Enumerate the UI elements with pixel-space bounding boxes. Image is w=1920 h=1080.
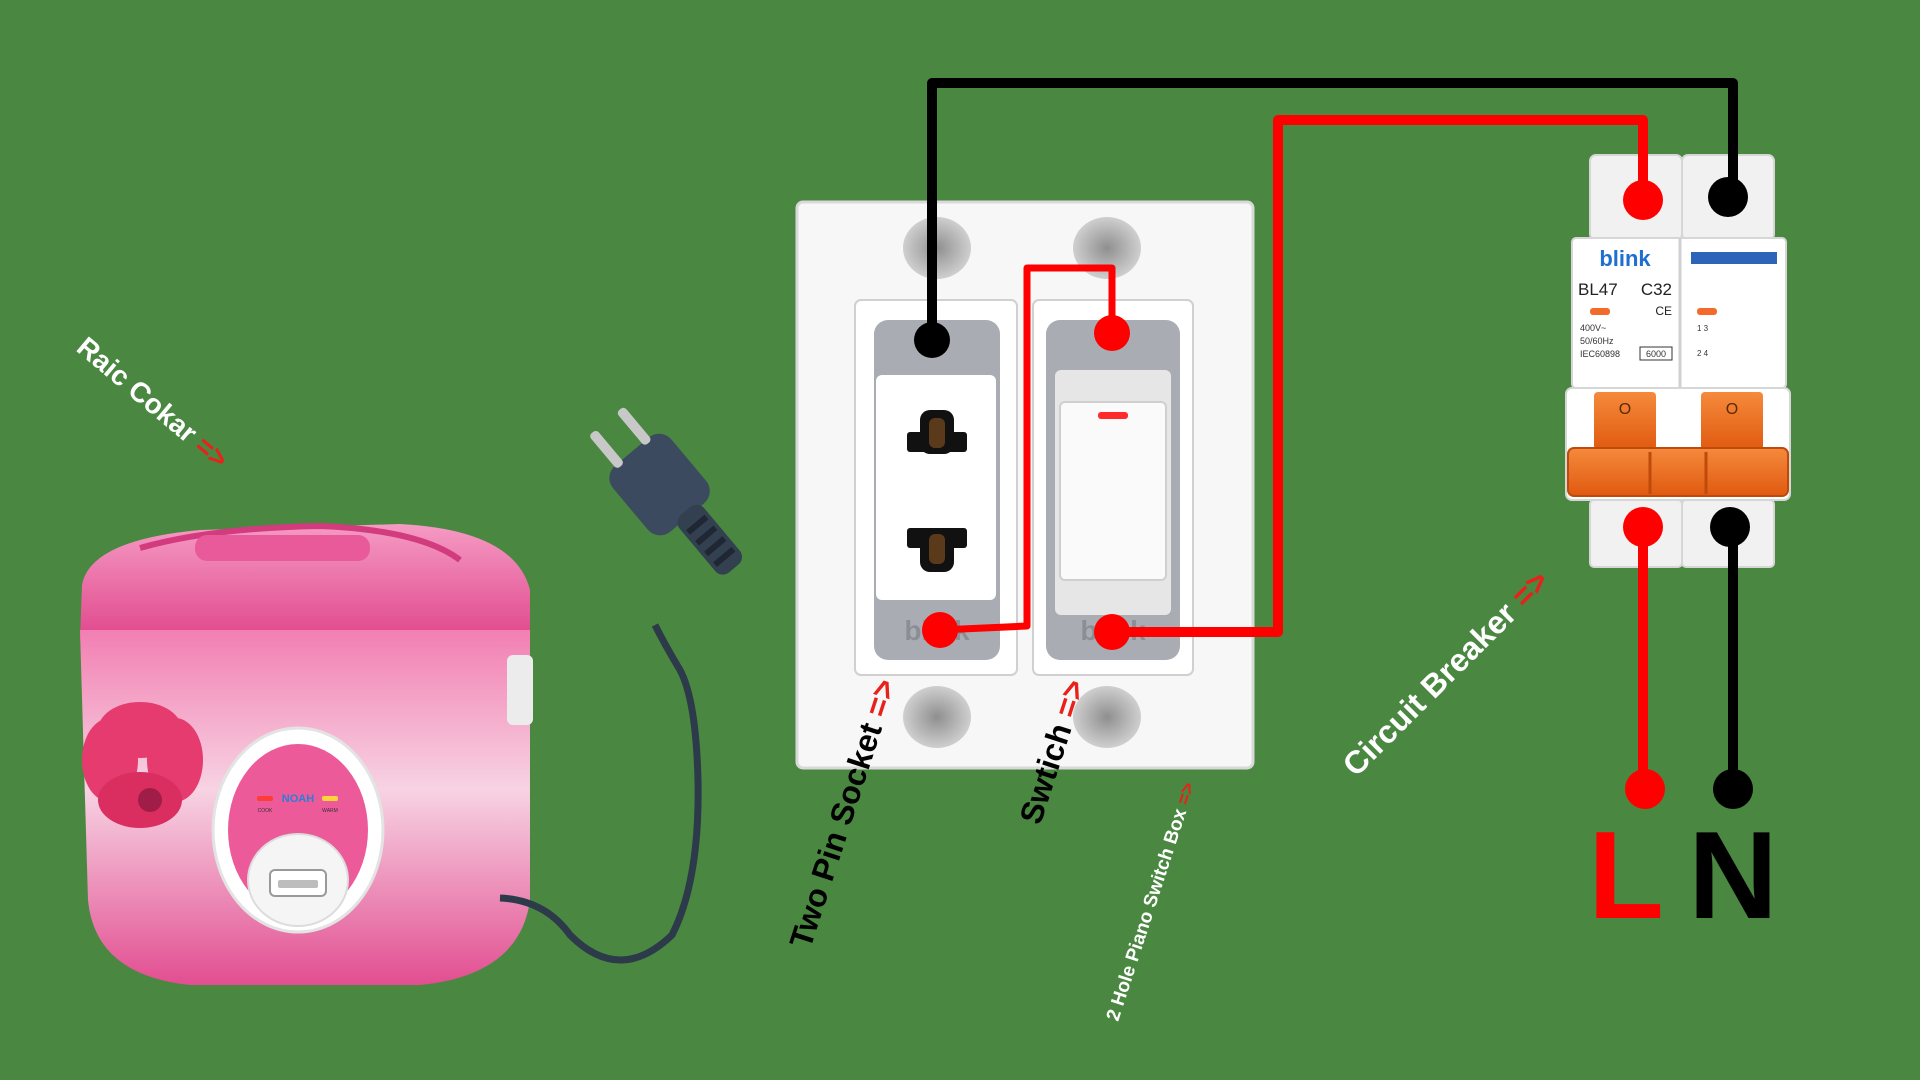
cooker-cook-label: COOK [258,808,273,814]
cooker-indicator-left [257,796,273,801]
socket-terminal-top [914,322,950,358]
switch-box-arrow: => [1173,780,1200,808]
breaker-capacity: 6000 [1646,349,1666,359]
plug-pin-right [617,407,651,445]
breaker-terminal-top-L [1623,180,1663,220]
cooker-indicator-right [322,796,338,801]
label-circuit-breaker: Circuit Breaker => [1335,563,1555,783]
breaker-status-dot-right [1697,308,1717,315]
breaker-spec-standard: IEC60898 [1580,349,1620,359]
breaker-terminals-bottom: 2 4 [1697,349,1709,358]
breaker-terminals-top: 1 3 [1697,324,1709,333]
label-switch-box: 2 Hole Piano Switch Box => [1103,780,1200,1023]
breaker-terminal-top-N [1708,177,1748,217]
plug-pin-left [590,430,623,468]
breaker-on-mark-right: O [1726,401,1738,418]
piano-switch: blink [1032,299,1194,676]
wiring [914,78,1753,809]
live-wire-breaker-to-switch [1112,115,1648,637]
supply-terminal-N [1713,769,1753,809]
rice-cooker: NOAH COOK WARM [80,522,533,985]
screw-hole-top-right [1073,217,1141,279]
breaker-rating: C32 [1641,280,1672,299]
breaker-on-mark-left: O [1619,401,1631,418]
breaker-ce-mark: CE [1655,304,1672,318]
svg-text:Raic Cokar =>: Raic Cokar => [71,331,234,475]
cooker-brand: NOAH [282,793,314,805]
switch-box: blink blink [795,200,1255,770]
breaker-brand: blink [1599,246,1651,271]
breaker-blue-band [1691,252,1777,264]
neutral-wire-socket-to-breaker [927,78,1738,340]
rice-cooker-label: Raic Cokar [71,331,203,449]
breaker-model: BL47 [1578,280,1618,299]
breaker-spec-voltage: 400V~ [1580,323,1606,333]
neutral-label: N [1688,807,1778,945]
socket-terminal-bottom [922,612,958,648]
switch-terminal-top [1094,315,1130,351]
breaker-arrow: => [1504,563,1556,615]
breaker-terminal-bottom-N [1710,507,1750,547]
rice-cooker-arrow: => [189,430,234,475]
breaker-status-dot-left [1590,308,1610,315]
power-cord [499,623,702,964]
two-pin-socket: blink [854,299,1018,676]
breaker-spec-frequency: 50/60Hz [1580,336,1614,346]
line-label: L [1588,807,1664,945]
circuit-breaker: blink BL47 C32 CE 400V~ 50/60Hz IEC60898… [1565,154,1791,568]
switch-box-label: 2 Hole Piano Switch Box [1103,806,1192,1024]
breaker-terminal-bottom-L [1623,507,1663,547]
screw-hole-bottom-left [903,686,971,748]
power-plug [499,407,743,964]
breaker-toggle-handle [1567,447,1789,497]
svg-text:Circuit Breaker =>: Circuit Breaker => [1335,563,1555,783]
switch-indicator [1098,412,1128,419]
cooker-warm-label: WARM [322,808,338,814]
svg-text:2 Hole Piano Switch Box =>: 2 Hole Piano Switch Box => [1103,780,1200,1023]
flower-decoration-icon [82,702,203,828]
supply-terminal-L [1625,769,1665,809]
switch-terminal-bottom [1094,614,1130,650]
breaker-label: Circuit Breaker [1335,595,1523,783]
cooker-lid-handle [195,535,370,561]
socket-bottom-pin-icon [907,528,967,572]
label-rice-cooker: Raic Cokar => [71,331,234,475]
live-wire-switch-to-socket [939,264,1116,634]
screw-hole-bottom-right [1073,686,1141,748]
socket-top-pin-icon [907,410,967,454]
